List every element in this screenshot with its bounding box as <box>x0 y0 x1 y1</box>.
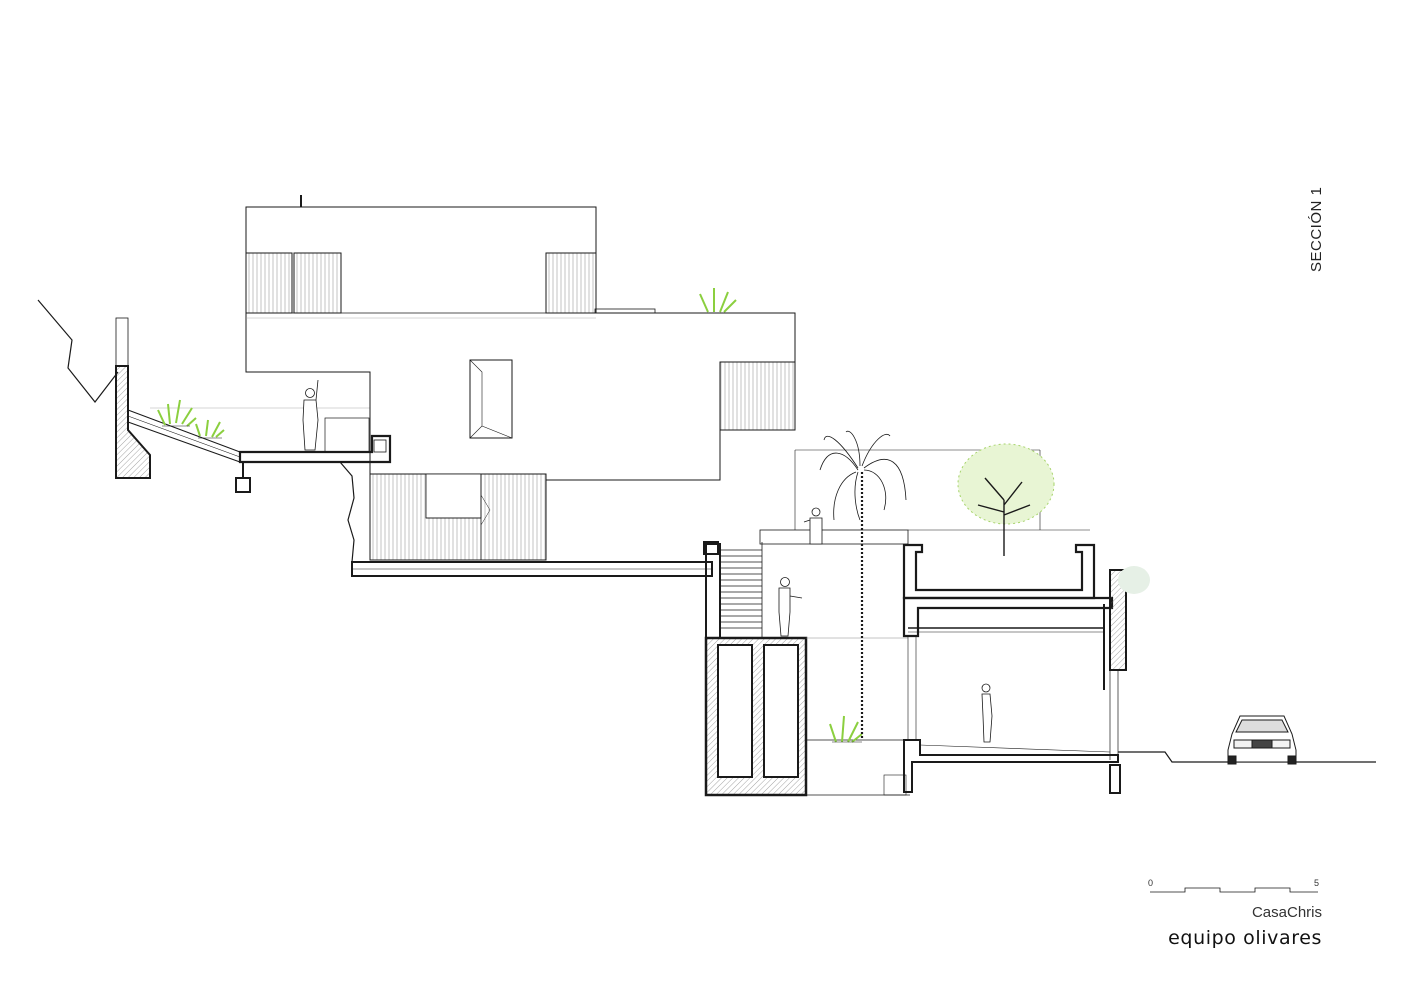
lower-floor-slab <box>351 561 713 577</box>
shrub <box>1118 566 1150 594</box>
retaining-wall-left <box>115 317 129 367</box>
scale-start-label: 0 <box>1148 878 1154 888</box>
garage-roof-slab <box>902 596 1114 638</box>
shutter-upper-2 <box>293 252 342 314</box>
stair-steps <box>720 549 762 629</box>
middle-window <box>469 359 513 439</box>
person-terrace <box>302 379 319 451</box>
human-figures <box>302 379 993 743</box>
person-stair <box>778 577 803 637</box>
palm-tree <box>819 430 907 740</box>
shutter-upper-3 <box>545 252 597 314</box>
roof-garden-planter <box>902 543 1096 600</box>
ramp-footing <box>235 477 251 493</box>
section-title: SECCIÓN 1 <box>1308 186 1325 272</box>
person-garage <box>981 683 993 743</box>
stair-core <box>705 543 721 639</box>
car <box>1227 715 1297 765</box>
terrain-line-upper <box>37 299 119 403</box>
succulent-plants <box>157 288 863 743</box>
studio-name: equipo olivares <box>1168 927 1322 949</box>
shutter-upper-1 <box>245 252 293 314</box>
person-patio <box>803 507 823 545</box>
retaining-wall-section <box>115 365 151 479</box>
project-name: CasaChris <box>1251 904 1322 921</box>
upper-terrace-slab <box>238 434 392 464</box>
garage-floor <box>903 739 1119 793</box>
cliff-face <box>339 461 355 576</box>
scale-bar <box>1150 887 1318 893</box>
shutter-right <box>719 361 796 431</box>
patio-upper-wall <box>759 529 909 545</box>
scale-end-label: 5 <box>1314 878 1320 888</box>
deciduous-tree <box>957 443 1055 556</box>
